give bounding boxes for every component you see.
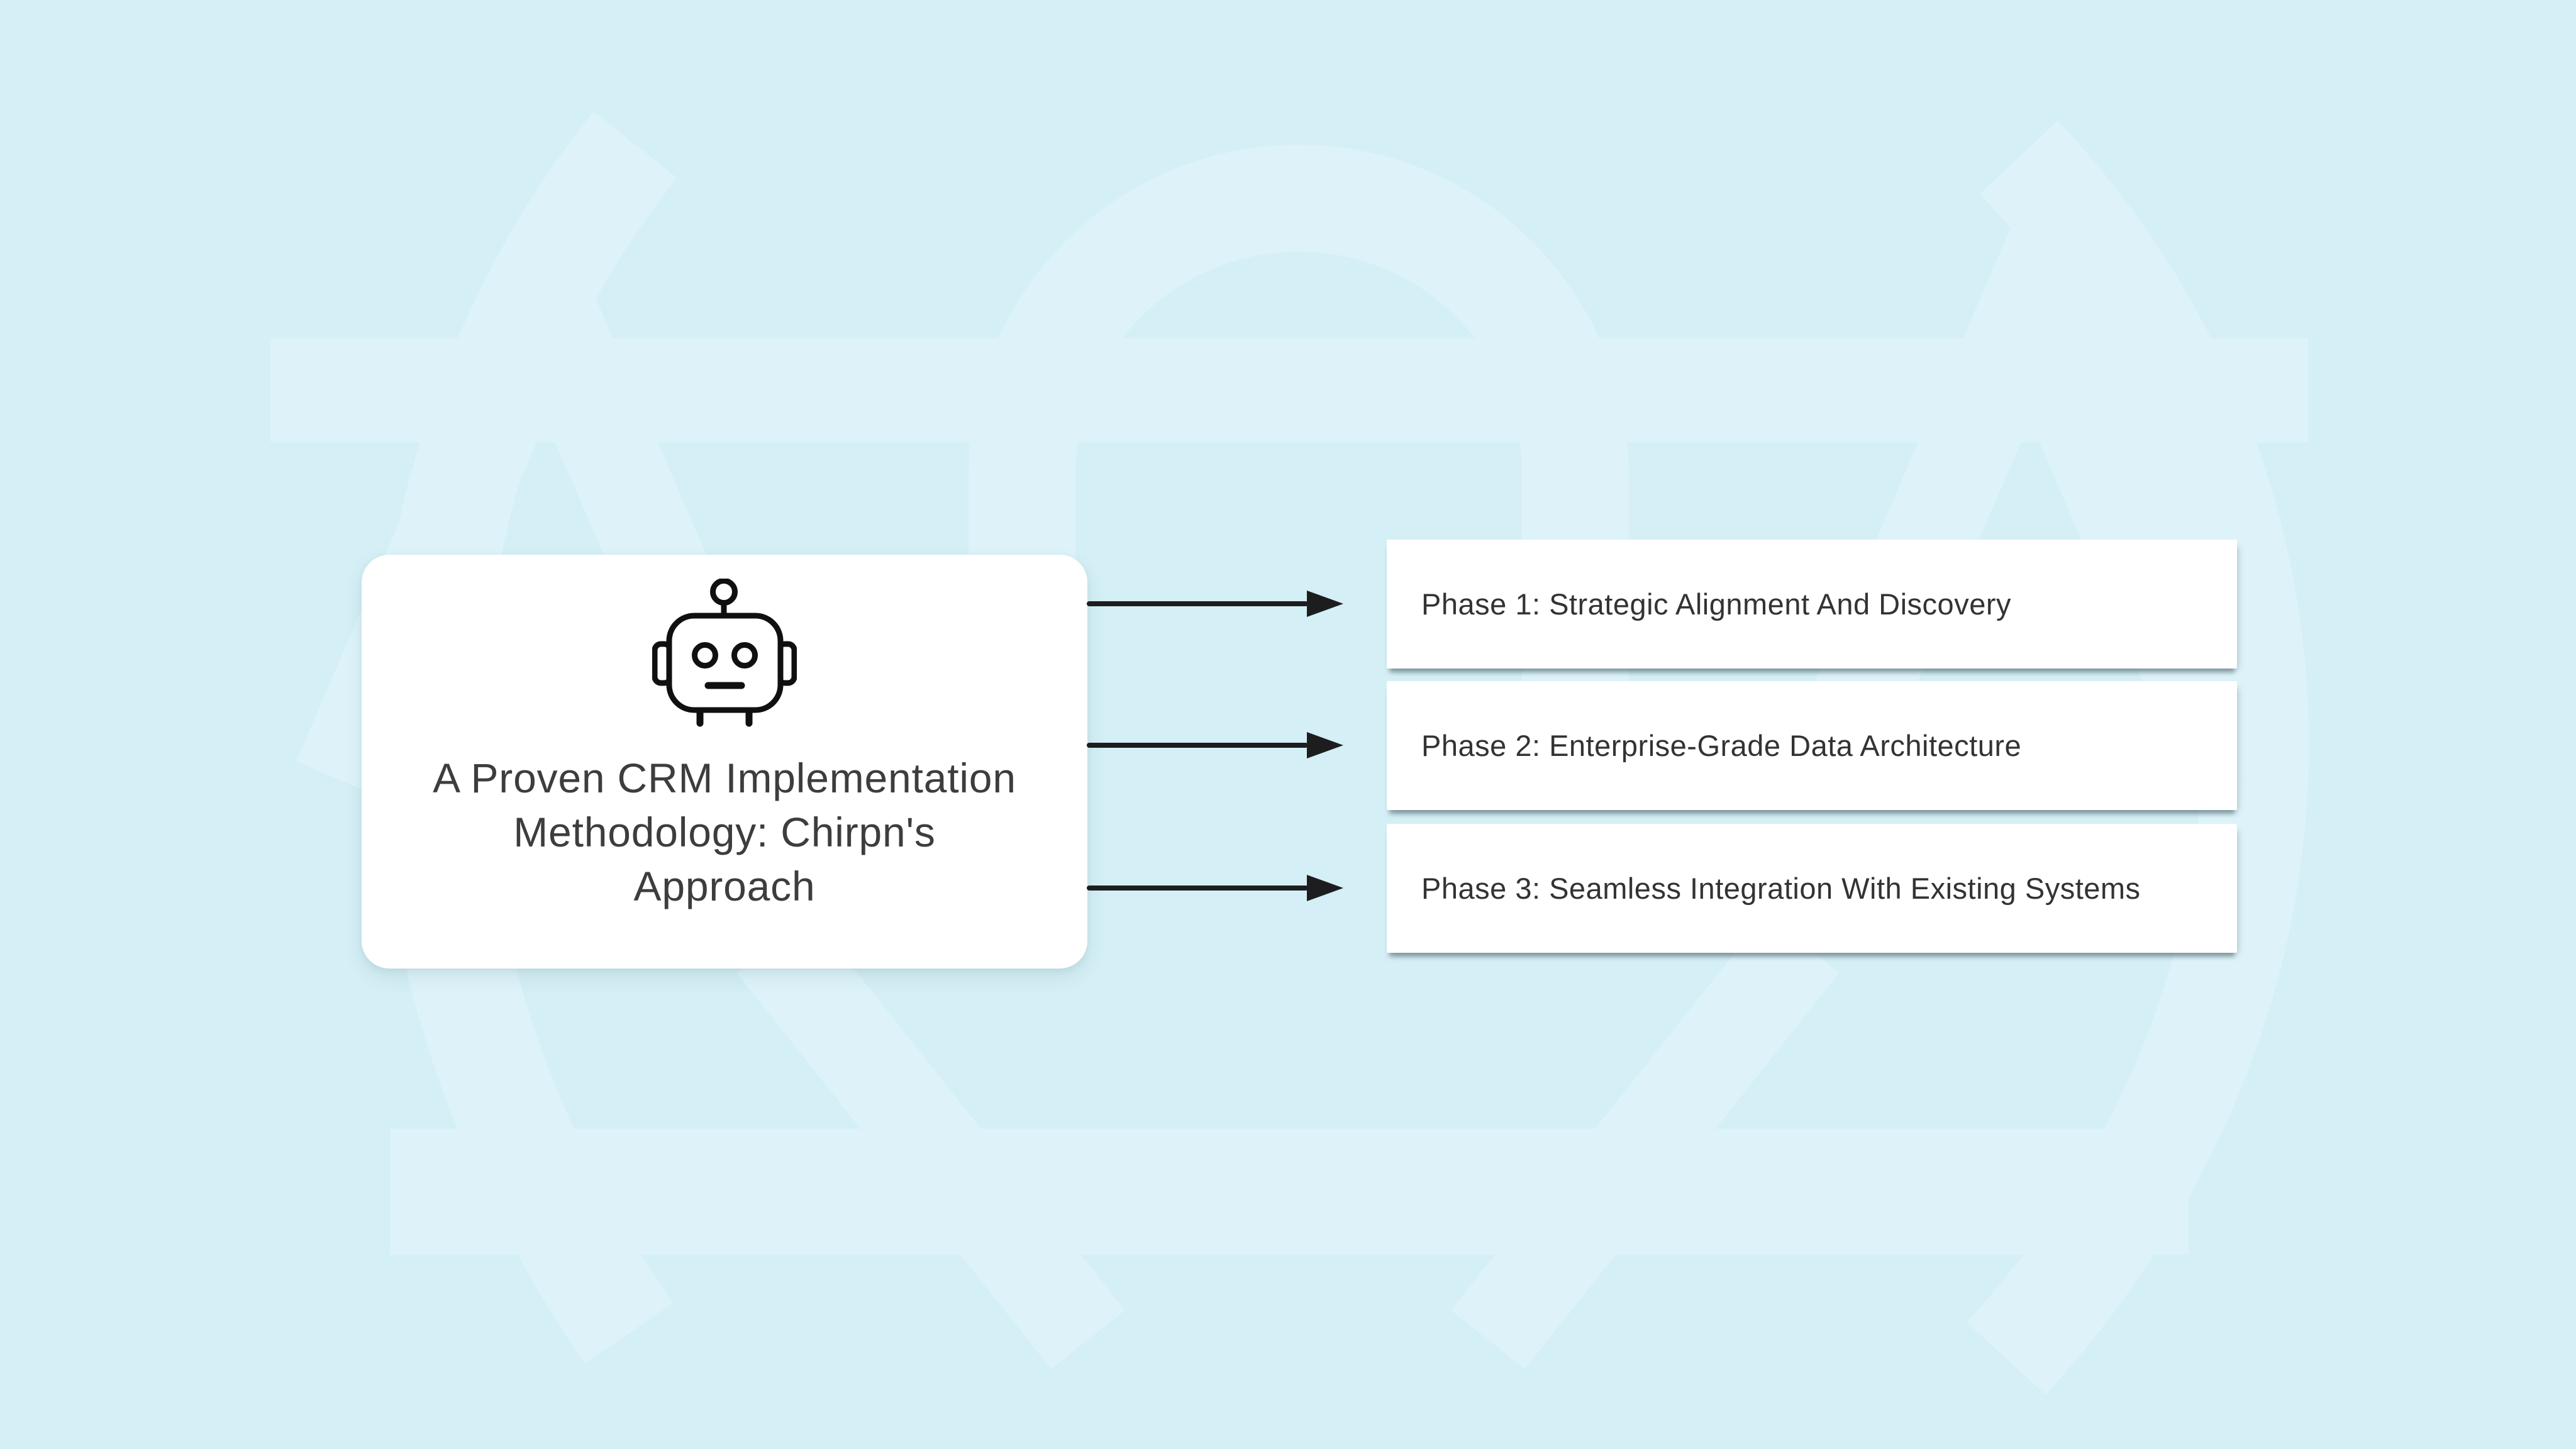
robot-icon: [652, 579, 797, 727]
arrowhead-icon: [1307, 732, 1343, 758]
arrow-line: [1087, 743, 1308, 748]
card-title-line: Methodology: Chirpn's: [513, 809, 936, 855]
arrow-connector-phase-1: [1087, 591, 1343, 617]
arrow-connector-phase-2: [1087, 732, 1343, 758]
arrow-connector-phase-3: [1087, 875, 1343, 901]
phase-box-1: Phase 1: Strategic Alignment And Discove…: [1387, 540, 2237, 669]
phase-box-3: Phase 3: Seamless Integration With Exist…: [1387, 824, 2237, 953]
phase-label: Phase 1: Strategic Alignment And Discove…: [1421, 587, 2011, 621]
phase-label: Phase 2: Enterprise-Grade Data Architect…: [1421, 729, 2022, 762]
arrow-line: [1087, 886, 1308, 891]
phase-label: Phase 3: Seamless Integration With Exist…: [1421, 872, 2141, 905]
arrow-line: [1087, 601, 1308, 606]
arrowhead-icon: [1307, 591, 1343, 617]
methodology-card: A Proven CRM Implementation Methodology:…: [362, 555, 1087, 969]
card-title: A Proven CRM Implementation Methodology:…: [433, 751, 1016, 913]
arrowhead-icon: [1307, 875, 1343, 901]
card-title-line: Approach: [633, 863, 816, 909]
phase-box-2: Phase 2: Enterprise-Grade Data Architect…: [1387, 681, 2237, 810]
card-title-line: A Proven CRM Implementation: [433, 755, 1016, 801]
